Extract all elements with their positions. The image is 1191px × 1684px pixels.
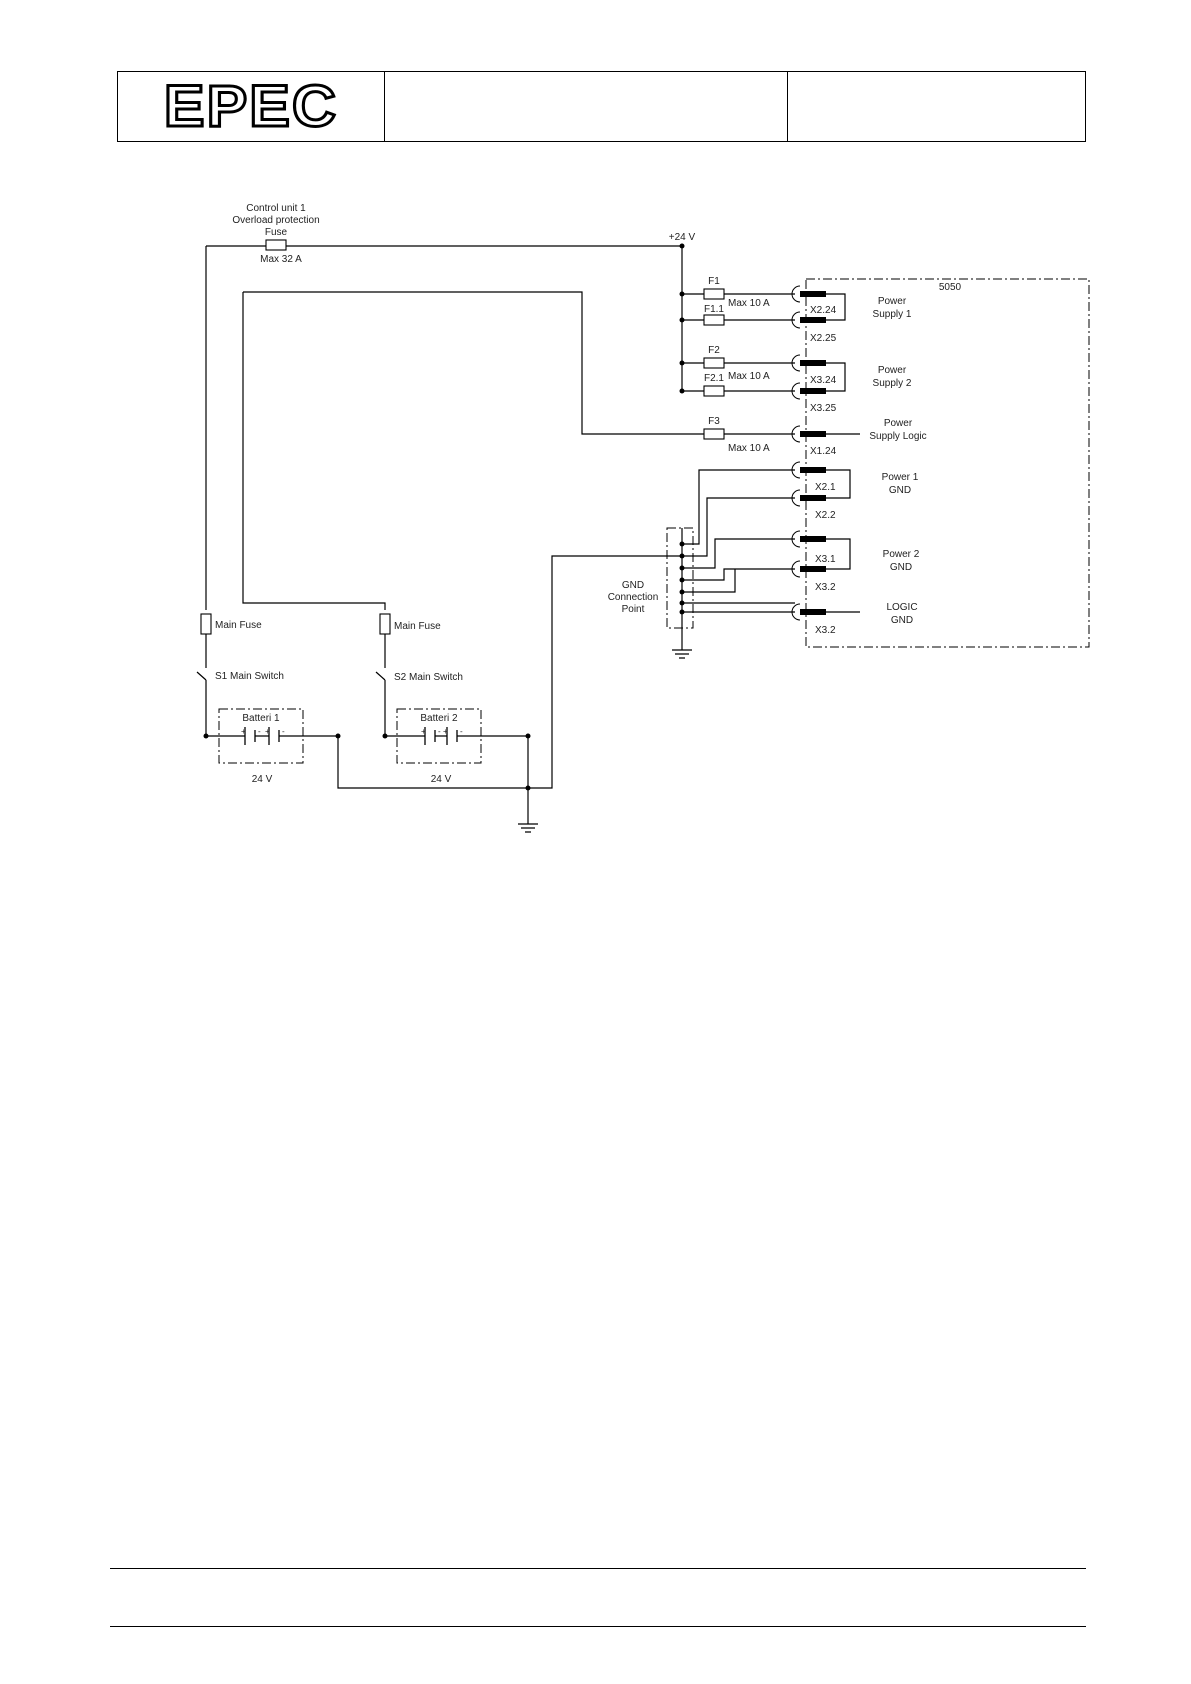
battery-1-plus-a: + — [241, 727, 246, 736]
wires — [196, 245, 860, 833]
header-middle-cell — [385, 72, 788, 141]
f2-label: F2 — [708, 345, 720, 356]
f1-1-label: F1.1 — [704, 304, 724, 315]
power1-gnd-line1: Power 1 — [882, 472, 919, 483]
battery-1-plus-b: + — [265, 727, 270, 736]
main-fuse-2-label: Main Fuse — [394, 621, 441, 632]
battery-2-minus-a: - — [438, 727, 441, 736]
labels: Control unit 1 Overload protection Fuse … — [215, 203, 962, 785]
power-supply-2-line2: Supply 2 — [873, 378, 912, 389]
main-fuse-1-label: Main Fuse — [215, 620, 262, 631]
max10-label-1: Max 10 A — [728, 298, 770, 309]
f3-label: F3 — [708, 416, 720, 427]
logic-gnd-line2: GND — [891, 615, 913, 626]
x3-2-label-b: X3.2 — [815, 625, 836, 636]
x2-25-label: X2.25 — [810, 333, 837, 344]
battery-2-plus-a: + — [421, 727, 426, 736]
overload-protection-label: Overload protection — [232, 215, 319, 226]
x2-2-label: X2.2 — [815, 510, 836, 521]
battery-1-minus-a: - — [258, 727, 261, 736]
header-table: EPEC — [117, 71, 1086, 142]
x1-24-label: X1.24 — [810, 446, 837, 457]
junction-dots — [203, 243, 685, 791]
unit-5050-label: 5050 — [939, 282, 962, 293]
gnd-point-line1: GND — [622, 580, 644, 591]
logic-gnd-line1: LOGIC — [886, 602, 917, 613]
max-32-label: Max 32 A — [260, 254, 302, 265]
power-supply-logic-line2: Supply Logic — [869, 431, 926, 442]
fuse-f1-1 — [703, 314, 725, 326]
batteri-2-box — [396, 708, 482, 764]
power-supply-1-line1: Power — [878, 296, 907, 307]
x3-1-label: X3.1 — [815, 554, 836, 565]
x2-24-label: X2.24 — [810, 305, 837, 316]
header-logo-cell: EPEC — [118, 72, 385, 141]
x2-1-label: X2.1 — [815, 482, 836, 493]
fuse-f3 — [703, 428, 725, 440]
main-fuse-1 — [200, 613, 212, 635]
power-supply-1-line2: Supply 1 — [873, 309, 912, 320]
unit-5050-box — [805, 278, 1090, 648]
s1-main-switch-label: S1 Main Switch — [215, 671, 284, 682]
max10-label-2: Max 10 A — [728, 371, 770, 382]
f1-label: F1 — [708, 276, 720, 287]
dashed-boxes — [218, 278, 1090, 764]
connectors — [791, 285, 826, 621]
power2-gnd-line1: Power 2 — [883, 549, 920, 560]
fuse-f1 — [703, 288, 725, 300]
footer-rule-top — [110, 1568, 1086, 1569]
battery-2-minus-b: - — [460, 727, 463, 736]
power-supply-logic-line1: Power — [884, 418, 913, 429]
fuse-f2-1 — [703, 385, 725, 397]
battery-1-minus-b: - — [282, 727, 285, 736]
gnd-connection-box — [666, 527, 694, 629]
max10-label-3: Max 10 A — [728, 443, 770, 454]
battery-cells — [244, 727, 458, 745]
main-fuse-2 — [379, 613, 391, 635]
fuse-label: Fuse — [265, 227, 288, 238]
x3-2-label-a: X3.2 — [815, 582, 836, 593]
batteri-2-label: Batteri 2 — [420, 713, 458, 724]
f2-1-label: F2.1 — [704, 373, 724, 384]
battery-1-voltage: 24 V — [252, 774, 273, 785]
power1-gnd-line2: GND — [889, 485, 911, 496]
battery-2-voltage: 24 V — [431, 774, 452, 785]
overload-fuse — [265, 239, 287, 251]
x3-24-label: X3.24 — [810, 375, 837, 386]
gnd-point-line3: Point — [622, 604, 645, 615]
fuse-f2 — [703, 357, 725, 369]
x3-25-label: X3.25 — [810, 403, 837, 414]
footer-rule-bottom — [110, 1626, 1086, 1627]
batteri-1-label: Batteri 1 — [242, 713, 280, 724]
epec-logo: EPEC — [162, 73, 339, 139]
plus-24v-label: +24 V — [669, 232, 696, 243]
control-unit-label: Control unit 1 — [246, 203, 306, 214]
gnd-point-line2: Connection — [608, 592, 659, 603]
fuses — [200, 239, 725, 635]
battery-2-plus-b: + — [443, 727, 448, 736]
batteri-1-box — [218, 708, 304, 764]
power2-gnd-line2: GND — [890, 562, 912, 573]
s2-main-switch-label: S2 Main Switch — [394, 672, 463, 683]
power-supply-2-line1: Power — [878, 365, 907, 376]
